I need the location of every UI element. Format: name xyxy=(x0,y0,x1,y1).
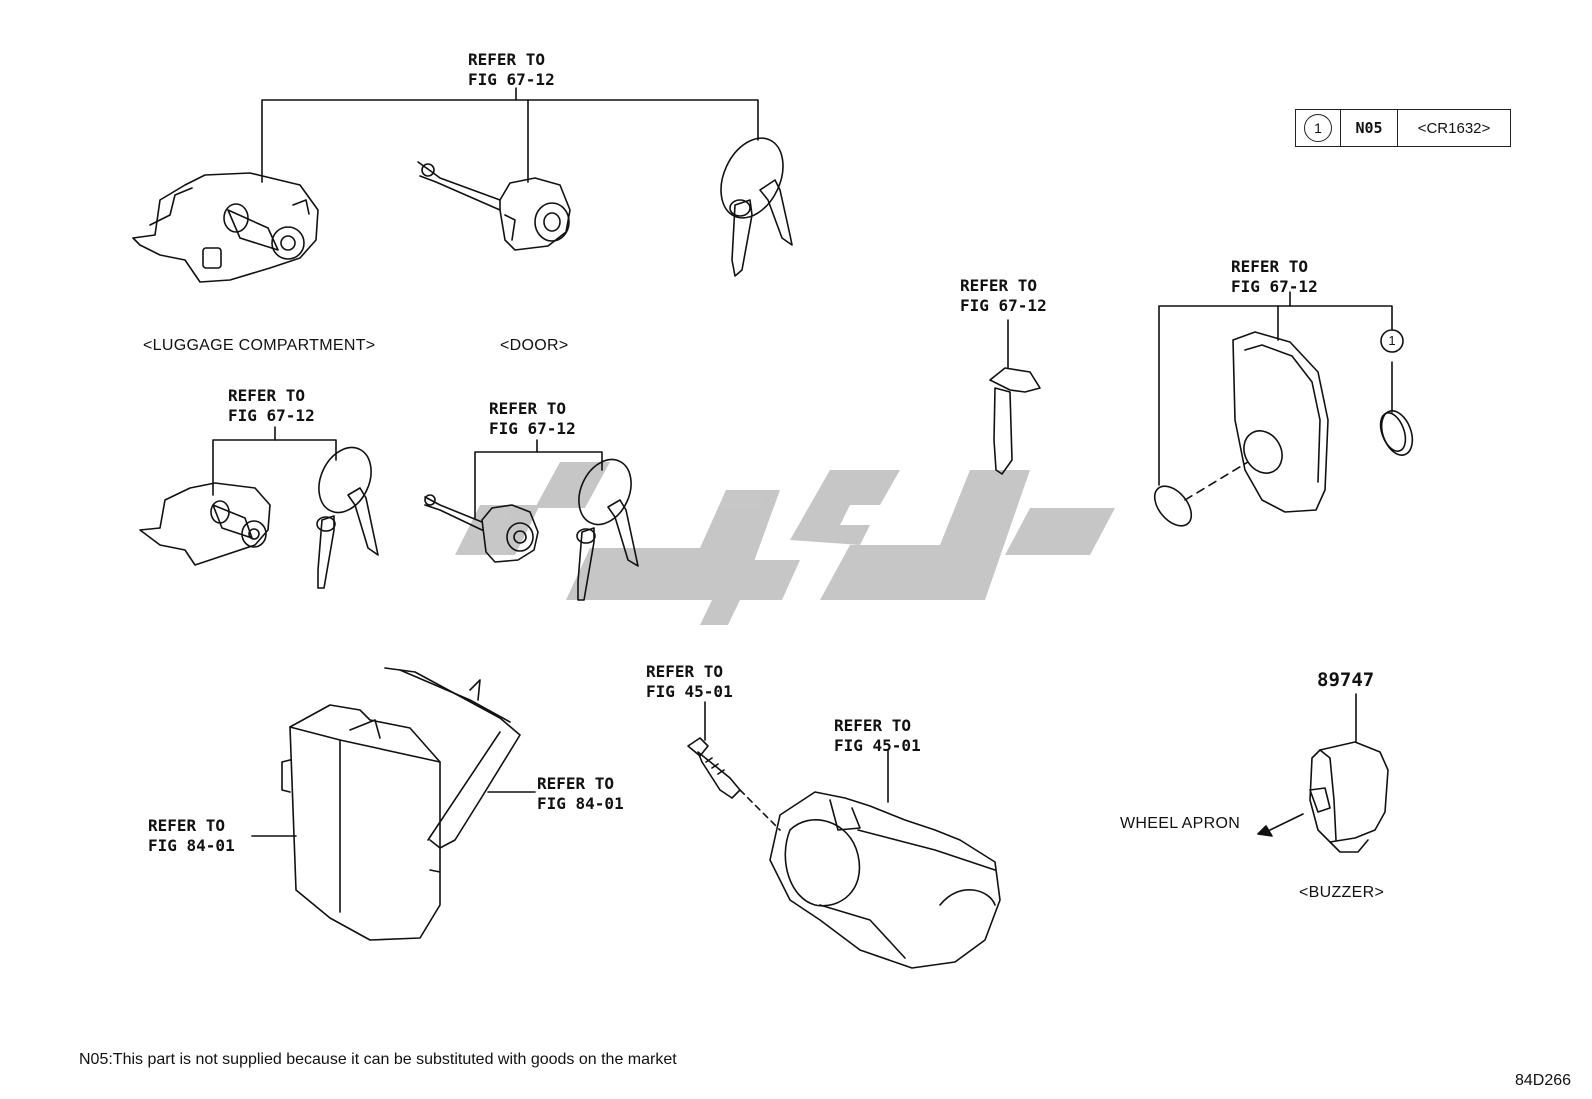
luggage-lock-set-leader-lines xyxy=(212,426,337,496)
legend-code-cell: N05 xyxy=(1341,110,1398,146)
callout-number: 1 xyxy=(1388,333,1396,348)
legend-spec-cell: <CR1632> xyxy=(1417,119,1491,137)
top-leader-lines xyxy=(261,87,759,183)
fig-ref-text: FIG 84-01 xyxy=(537,794,624,813)
refer-text: REFER TO xyxy=(537,774,615,793)
bolt-drawing xyxy=(687,737,741,799)
refer-text: REFER TO xyxy=(468,50,546,69)
refer-text: REFER TO xyxy=(646,662,724,681)
fig-ref-text: FIG 67-12 xyxy=(960,296,1047,315)
fig-ref-text: FIG 45-01 xyxy=(834,736,921,755)
watermark-logo xyxy=(455,462,1115,625)
ecu-leader-lines xyxy=(251,791,536,837)
buzzer-drawing xyxy=(1309,741,1389,853)
fig-ref-text: FIG 67-12 xyxy=(468,70,555,89)
fig-ref-text: FIG 67-12 xyxy=(489,419,576,438)
luggage-lock-set-drawing xyxy=(139,446,379,589)
steering-lock-housing-drawing xyxy=(769,791,1001,969)
caption-buzzer: <BUZZER> xyxy=(1299,884,1385,901)
footnote: N05:This part is not supplied because it… xyxy=(79,1051,677,1068)
fig-ref-text: FIG 67-12 xyxy=(228,406,315,425)
legend-table: 1 N05 <CR1632> xyxy=(1295,109,1511,147)
figure-id: 84D266 xyxy=(1515,1072,1572,1089)
refer-text: REFER TO xyxy=(489,399,567,418)
wheel-apron-arrow xyxy=(1257,813,1304,837)
refer-text: REFER TO xyxy=(960,276,1038,295)
legend-circle-number: 1 xyxy=(1304,114,1332,142)
fig-ref-text: FIG 67-12 xyxy=(1231,277,1318,296)
key-blade-drawing xyxy=(720,137,793,277)
refer-text: REFER TO xyxy=(228,386,306,405)
refer-text: REFER TO xyxy=(1231,257,1309,276)
door-lock-set-drawing xyxy=(424,458,639,601)
body-ecu-drawing xyxy=(281,667,521,941)
fig-ref-text: FIG 84-01 xyxy=(148,836,235,855)
smart-key-fob-drawing xyxy=(1153,329,1414,527)
refer-text: REFER TO xyxy=(834,716,912,735)
luggage-lock-cylinder-drawing xyxy=(132,172,319,283)
bolt-leader xyxy=(704,701,781,831)
legend-marker-cell: 1 xyxy=(1296,110,1341,146)
smart-key-leader-lines xyxy=(1158,291,1393,486)
caption-door: <DOOR> xyxy=(500,337,569,354)
part-number-buzzer: 89747 xyxy=(1317,669,1375,691)
caption-luggage-compartment: <LUGGAGE COMPARTMENT> xyxy=(143,337,376,354)
fig-ref-text: FIG 45-01 xyxy=(646,682,733,701)
caption-wheel-apron: WHEEL APRON xyxy=(1120,815,1241,832)
refer-text: REFER TO xyxy=(148,816,226,835)
key-blank-drawing xyxy=(989,367,1041,475)
door-lock-cylinder-drawing xyxy=(417,161,571,251)
